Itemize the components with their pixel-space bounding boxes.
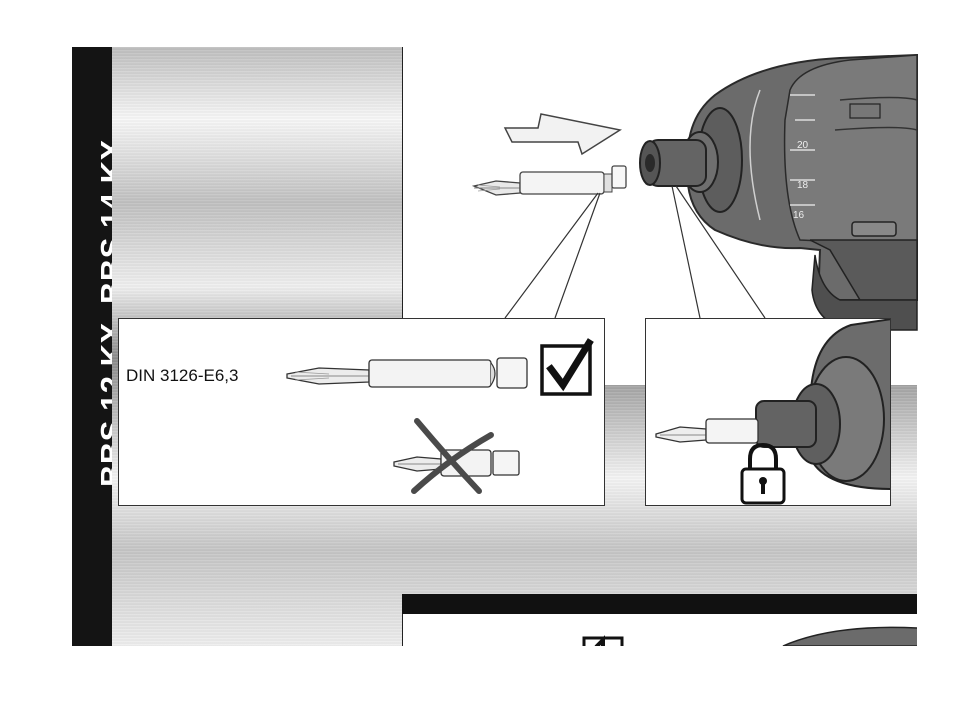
callout-leader-right [671,185,766,319]
bit-standard-label: DIN 3126-E6,3 [126,366,239,385]
drill-body [639,53,918,331]
correct-bit [286,357,528,389]
clutch-mark-18: 18 [797,180,809,191]
bit-locked-callout [645,318,891,506]
clutch-mark-20: 20 [797,140,809,151]
padlock-icon [740,442,786,505]
clutch-mark-16: 16 [793,210,805,221]
next-checkbox-icon [582,635,624,646]
next-section-illustration [582,626,917,646]
cross-out-icon [411,418,494,494]
screwdriver-bit [471,165,627,196]
callout-leader-left [504,192,601,319]
next-section-panel [402,614,917,646]
insert-direction-arrow-icon [503,113,622,156]
correct-checkbox-icon [540,338,594,396]
next-section-bar [402,594,917,614]
side-title-band: BBS 12 KX, BBS 14 KX [72,47,112,646]
bit-type-callout: DIN 3126-E6,3 [118,318,605,506]
bit-type-illustration [286,338,594,494]
clutch-marks: 20 18 16 [793,140,809,221]
bit-locked-illustration [655,319,890,505]
